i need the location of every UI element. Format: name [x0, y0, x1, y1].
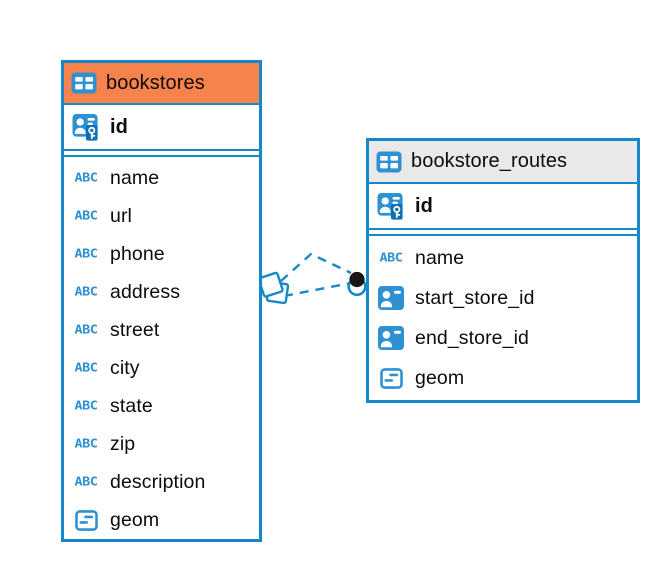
text-type-icon: ABC: [74, 208, 98, 224]
column-name: id: [415, 194, 433, 217]
column-name: city: [110, 356, 140, 379]
table-bookstores[interactable]: bookstores id ABC name ABC url ABC phone: [61, 60, 262, 542]
table-title: bookstores: [106, 71, 205, 94]
columns-section: ABC name ABC url ABC phone ABC address A…: [64, 155, 259, 539]
table-bookstores-header[interactable]: bookstores: [64, 63, 259, 105]
column-row-id[interactable]: id: [369, 184, 637, 228]
geometry-type-icon: [376, 368, 406, 389]
column-name: name: [110, 166, 160, 189]
column-name: description: [110, 470, 206, 493]
geometry-type-icon: [71, 510, 101, 531]
column-name: geom: [415, 366, 465, 389]
relationship-dot-marker: [347, 271, 367, 297]
table-icon: [71, 72, 97, 94]
column-row-end-store-id[interactable]: end_store_id: [369, 318, 637, 358]
column-name: zip: [110, 432, 136, 455]
column-row-state[interactable]: ABC state: [64, 387, 259, 425]
column-row-phone[interactable]: ABC phone: [64, 235, 259, 273]
column-name: end_store_id: [415, 326, 529, 349]
column-row-id[interactable]: id: [64, 105, 259, 149]
relationship-line-upper: [280, 252, 352, 282]
reference-type-icon: [376, 326, 406, 350]
column-row-street[interactable]: ABC street: [64, 311, 259, 349]
text-type-icon: ABC: [74, 246, 98, 262]
column-row-name[interactable]: ABC name: [64, 159, 259, 197]
table-bookstore-routes[interactable]: bookstore_routes id ABC name start_store…: [366, 138, 640, 403]
column-row-url[interactable]: ABC url: [64, 197, 259, 235]
column-row-city[interactable]: ABC city: [64, 349, 259, 387]
table-bookstore-routes-header[interactable]: bookstore_routes: [369, 141, 637, 184]
column-name: id: [110, 115, 128, 138]
text-type-icon: ABC: [74, 284, 98, 300]
primary-key-section: id: [369, 184, 637, 230]
text-type-icon: ABC: [74, 170, 98, 186]
column-row-zip[interactable]: ABC zip: [64, 425, 259, 463]
relationship-line-lower: [283, 281, 352, 298]
column-name: start_store_id: [415, 286, 535, 309]
column-name: phone: [110, 242, 165, 265]
table-title: bookstore_routes: [411, 150, 568, 172]
text-type-icon: ABC: [74, 436, 98, 452]
primary-key-icon: [71, 114, 101, 141]
text-type-icon: ABC: [74, 474, 98, 490]
column-name: url: [110, 204, 132, 227]
primary-key-icon: [376, 193, 406, 220]
column-name: geom: [110, 508, 160, 531]
relationship-link[interactable]: [257, 252, 367, 305]
column-row-start-store-id[interactable]: start_store_id: [369, 278, 637, 318]
relationship-many-marker: [257, 271, 290, 305]
columns-section: ABC name start_store_id end_store_id ge: [369, 234, 637, 398]
text-type-icon: ABC: [379, 250, 403, 266]
primary-key-section: id: [64, 105, 259, 151]
text-type-icon: ABC: [74, 322, 98, 338]
text-type-icon: ABC: [74, 398, 98, 414]
column-row-address[interactable]: ABC address: [64, 273, 259, 311]
column-row-geom[interactable]: geom: [64, 501, 259, 539]
column-name: state: [110, 394, 153, 417]
column-name: name: [415, 246, 465, 269]
column-row-name[interactable]: ABC name: [369, 238, 637, 278]
column-name: address: [110, 280, 181, 303]
column-name: street: [110, 318, 160, 341]
column-row-geom[interactable]: geom: [369, 358, 637, 398]
reference-type-icon: [376, 286, 406, 310]
text-type-icon: ABC: [74, 360, 98, 376]
table-icon: [376, 151, 402, 173]
column-row-description[interactable]: ABC description: [64, 463, 259, 501]
